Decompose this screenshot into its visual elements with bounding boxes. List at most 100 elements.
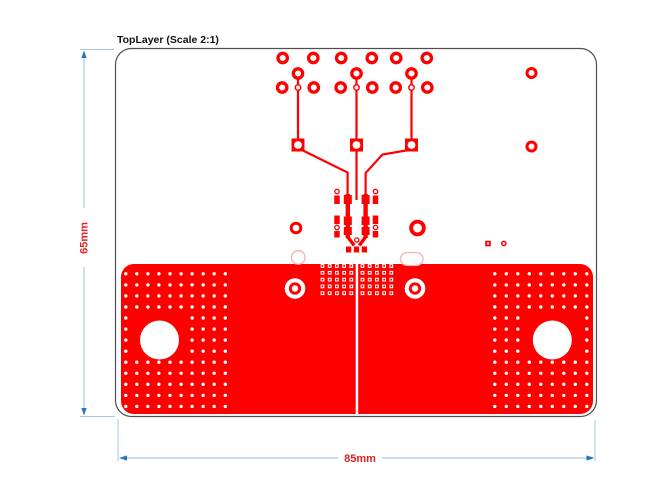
via-dot (157, 404, 161, 409)
via-dot (135, 382, 139, 386)
component-outline-stadium (399, 251, 424, 267)
via-dot (157, 360, 161, 364)
ring-pad (405, 67, 418, 80)
via-dot (146, 393, 150, 398)
via-dot (190, 294, 194, 298)
via-dot (550, 371, 554, 375)
via-dot (504, 294, 508, 298)
via-dot (146, 305, 150, 309)
via-dot (504, 382, 508, 386)
via-dot (368, 265, 371, 267)
via-dot (201, 338, 205, 342)
via-dot (562, 283, 566, 287)
via-dot (539, 382, 543, 386)
via-dot (328, 271, 331, 274)
via-dot (212, 316, 216, 320)
ring-pad (307, 81, 321, 94)
via-dot (504, 404, 508, 409)
via-dot (336, 292, 338, 294)
via-dot (350, 278, 353, 281)
via-dot (168, 382, 172, 386)
via-dot (190, 272, 194, 276)
via-dot (493, 327, 497, 331)
micro-via (354, 237, 360, 243)
via-dot (562, 393, 566, 398)
via-dot (223, 338, 227, 342)
via-dot (550, 404, 554, 409)
via-dot (201, 283, 205, 287)
micro-via (500, 240, 507, 247)
via-dot (376, 271, 378, 274)
via-pad (525, 67, 538, 79)
via-dot (562, 294, 566, 298)
ring-pad (365, 81, 379, 94)
via-dot (201, 349, 205, 353)
via-dot (124, 283, 128, 287)
via-dot (201, 316, 205, 320)
via-dot (223, 393, 227, 398)
micro-via (372, 188, 379, 195)
via-dot (562, 404, 566, 409)
via-dot (493, 349, 497, 353)
via-dot (361, 278, 364, 281)
via-dot (376, 265, 378, 267)
via-dot (361, 271, 364, 274)
via-dot (190, 327, 194, 331)
via-dot (493, 283, 497, 287)
bus-trace (345, 194, 350, 238)
via-dot (539, 294, 543, 298)
via-dot (493, 371, 497, 375)
smd-pad-cluster (334, 188, 379, 253)
via-dot (585, 382, 589, 386)
arrow-left-icon (119, 455, 127, 461)
ring-pad (365, 51, 379, 65)
via-dot (157, 382, 161, 386)
via-dot (390, 292, 393, 294)
arrow-down-icon (81, 408, 87, 416)
smd-pad (372, 195, 379, 204)
via-dot (168, 371, 172, 375)
via-dot (135, 371, 139, 375)
via-dot (376, 292, 378, 294)
via-dot (168, 305, 172, 309)
via-dot (179, 305, 183, 309)
via-dot (124, 305, 128, 309)
stub-pad (361, 246, 367, 253)
smd-pad (343, 227, 352, 235)
copper-pour-group (121, 250, 593, 414)
via-dot (516, 283, 520, 287)
via-dot (179, 404, 183, 409)
via-ring (408, 282, 422, 295)
ring-pad (420, 81, 434, 94)
via-dot (343, 265, 345, 267)
via-dot (157, 371, 161, 375)
via-dot (168, 360, 172, 364)
ring-pad (350, 67, 363, 80)
via-dot (493, 316, 497, 320)
via-dot (179, 283, 183, 287)
via-dot (168, 294, 172, 298)
ring-pad (420, 51, 434, 65)
via-dot (516, 349, 520, 353)
ring-pad (389, 81, 403, 94)
via-dot (223, 316, 227, 320)
via-dot (336, 278, 338, 281)
via-dot (212, 294, 216, 298)
via-dot (212, 382, 216, 386)
via-dot (550, 272, 554, 276)
via-dot (527, 382, 531, 386)
via-dot (585, 283, 589, 287)
via-dot (350, 265, 353, 267)
via-dot (527, 283, 531, 287)
pour-via-right (404, 278, 426, 299)
via-dot (212, 371, 216, 375)
via-dot (585, 294, 589, 298)
via-dot (157, 305, 161, 309)
via-dot (146, 360, 150, 364)
via-dot (223, 382, 227, 386)
via-dot (328, 278, 331, 281)
ring-pad (275, 81, 289, 94)
via-dot (493, 393, 497, 398)
